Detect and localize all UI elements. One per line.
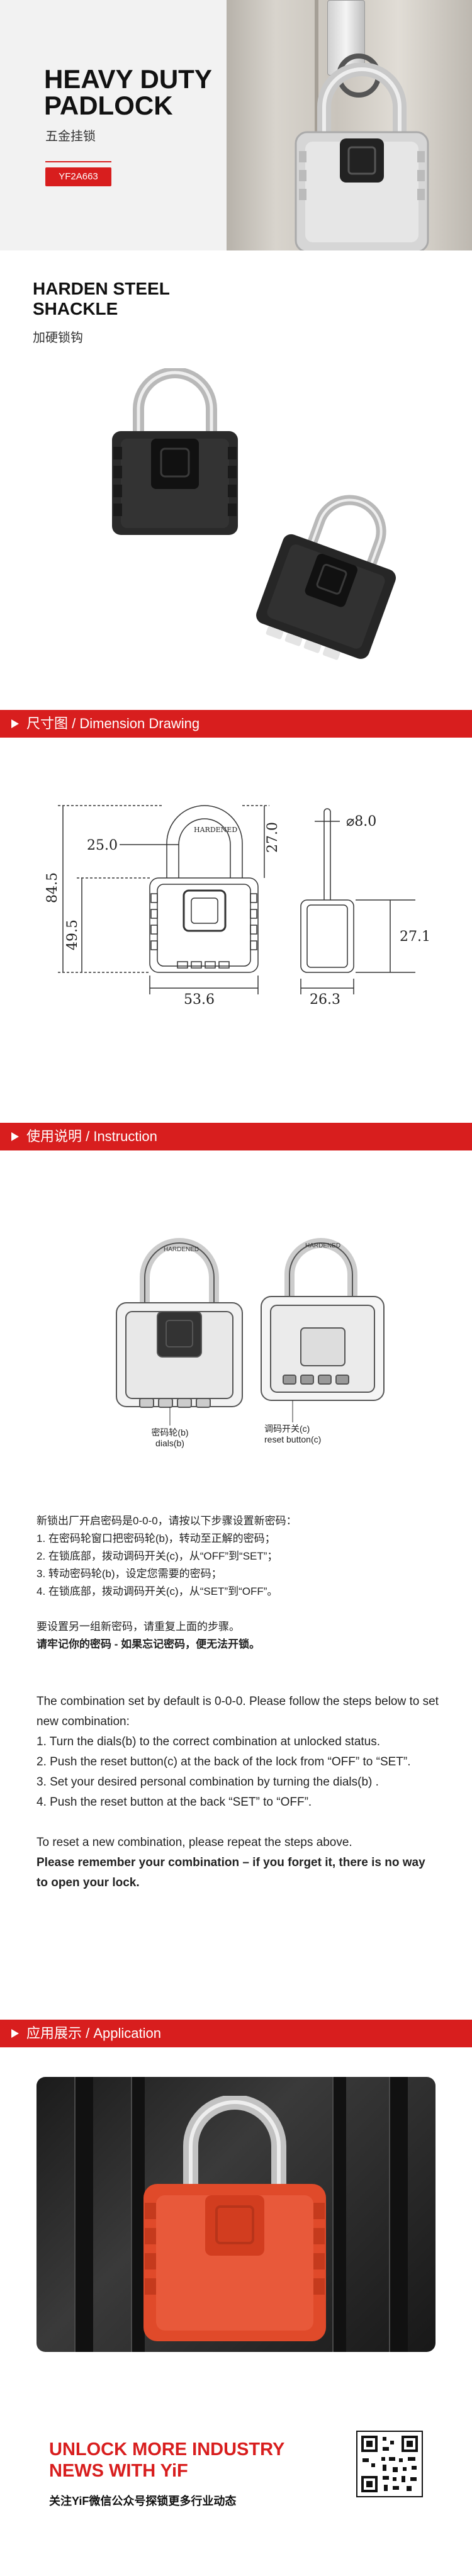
engraving-text-left: HARDENED: [164, 1246, 199, 1253]
instructions-en: The combination set by default is 0-0-0.…: [37, 1692, 439, 1893]
triangle-icon: [11, 719, 19, 728]
red-padlock-image: [143, 2096, 326, 2341]
instruction-figure: HARDENED HARDENED: [116, 1238, 385, 1426]
model-tag: YF2A663: [45, 161, 111, 186]
padlock-angled-image: [256, 495, 396, 660]
dim-shackle-height: 27.0: [265, 822, 281, 853]
footer-subtitle: 关注YiF微信公众号探锁更多行业动态: [49, 2495, 237, 2507]
dim-depth-body: 26.3: [310, 992, 340, 1007]
dim-depth-shackle: 27.1: [400, 929, 430, 945]
dim-total-height: 84.5: [45, 872, 60, 903]
instructions-en-step: 3. Set your desired personal combination…: [37, 1775, 379, 1789]
instructions-en-reset: To reset a new combination, please repea…: [37, 1836, 352, 1849]
instructions-en-step: 2. Push the reset button(c) at the back …: [37, 1755, 411, 1769]
instructions-cn-reset: 要设置另一组新密码，请重复上面的步骤。: [37, 1621, 240, 1633]
dim-shackle-diameter: ⌀8.0: [346, 814, 376, 830]
triangle-icon: [11, 2029, 19, 2038]
feature-subtitle: 加硬锁钩: [33, 331, 83, 345]
instructions-en-step: 4. Push the reset button at the back “SE…: [37, 1796, 312, 1809]
dim-body-height: 49.5: [65, 920, 81, 950]
section-header-application: 应用展示 / Application: [0, 2020, 472, 2047]
engraving-text: HARDENED: [194, 826, 237, 834]
dimension-drawing: HARDENED 25.0 27.0 84.5 49.5 53.6 ⌀8.0 2…: [45, 805, 430, 1007]
dim-width: 53.6: [184, 992, 215, 1007]
instructions-cn-step: 2. 在锁底部，拨动调码开关(c)，从“OFF”到“SET”；: [37, 1550, 278, 1562]
section-header-dimension: 尺寸图 / Dimension Drawing: [0, 710, 472, 738]
section-header-instruction: 使用说明 / Instruction: [0, 1123, 472, 1150]
triangle-icon: [11, 1132, 19, 1141]
instructions-en-step: 1. Turn the dials(b) to the correct comb…: [37, 1735, 381, 1748]
engraving-text-right: HARDENED: [305, 1242, 340, 1249]
instructions-cn-step: 3. 转动密码轮(b)，设定您需要的密码；: [37, 1568, 222, 1580]
instructions-cn-step: 4. 在锁底部，拨动调码开关(c)，从“SET”到“OFF”。: [37, 1585, 278, 1597]
instructions-cn-warning: 请牢记你的密码 - 如果忘记密码，便无法开锁。: [37, 1638, 261, 1650]
label-dials: 密码轮(b)dials(b): [151, 1427, 189, 1448]
dim-shackle-clearance: 25.0: [87, 838, 118, 853]
instructions-cn-step: 1. 在密码轮窗口把密码轮(b)，转动至正解的密码；: [37, 1533, 276, 1544]
instructions-cn: 新锁出厂开启密码是0-0-0，请按以下步骤设置新密码： 1. 在密码轮窗口把密码…: [37, 1512, 439, 1653]
instructions-en-warning: Please remember your combination – if yo…: [37, 1856, 425, 1889]
hero-subtitle: 五金挂锁: [45, 130, 96, 143]
instructions-cn-intro: 新锁出厂开启密码是0-0-0，请按以下步骤设置新密码：: [37, 1515, 297, 1527]
hero-padlock-image: [295, 63, 429, 250]
instructions-en-intro: The combination set by default is 0-0-0.…: [37, 1695, 439, 1728]
application-photo: [37, 2077, 435, 2352]
qr-code[interactable]: [356, 2431, 423, 2497]
padlock-front-image: [112, 368, 238, 535]
qr-code-icon: [361, 2436, 418, 2492]
label-reset-button: 调码开关(c)reset button(c): [264, 1424, 322, 1444]
